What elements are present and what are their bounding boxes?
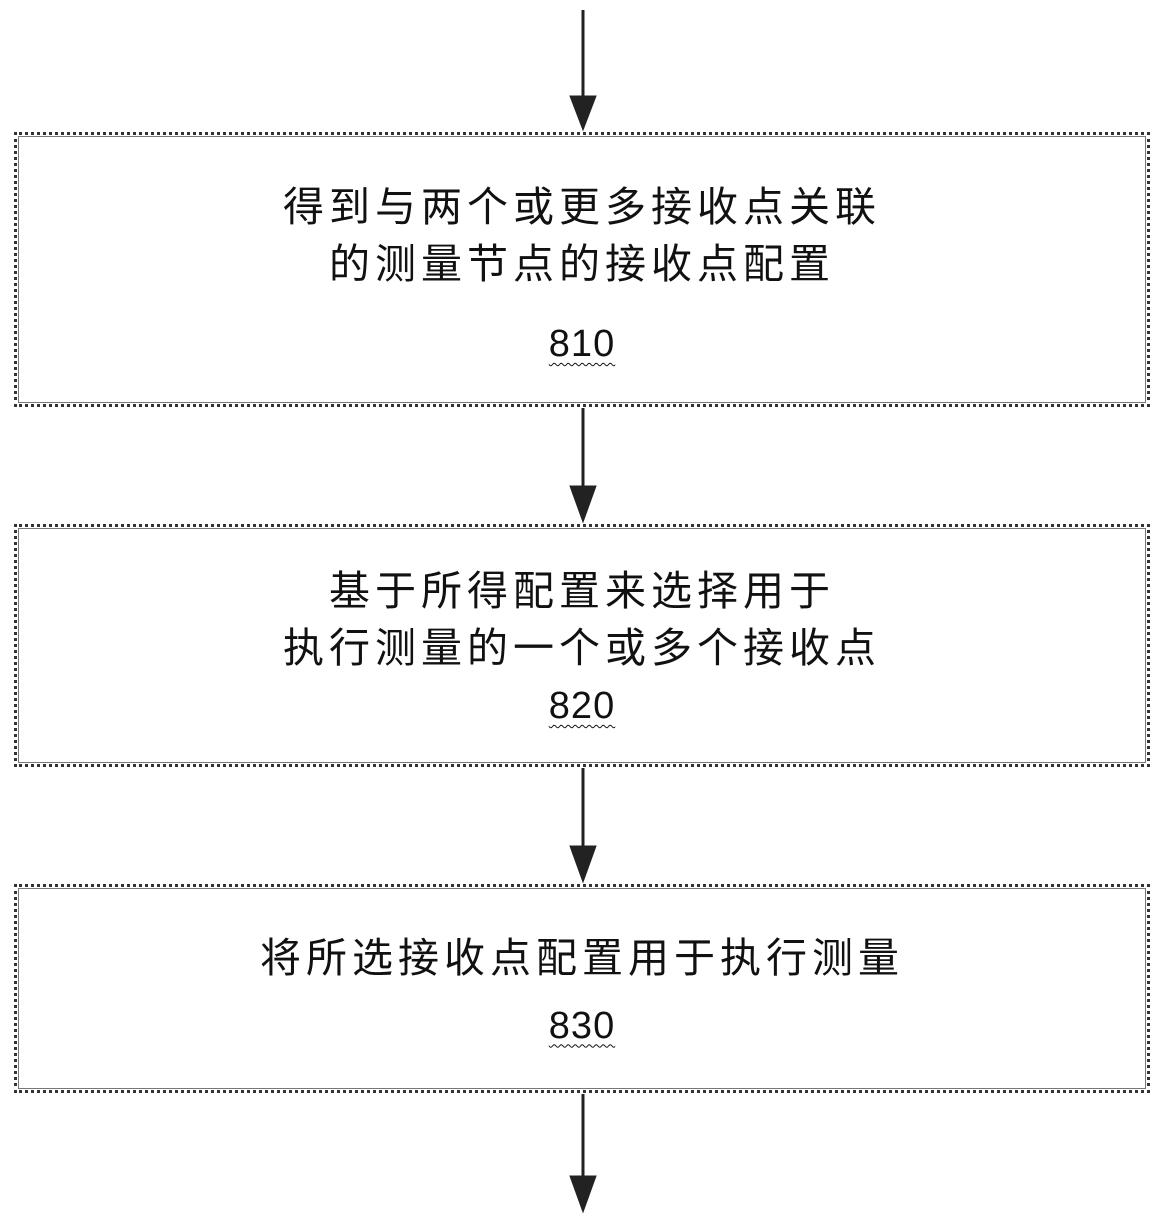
arrow-in-head <box>569 95 597 132</box>
step-box-810: 得到与两个或更多接收点关联 的测量节点的接收点配置 810 <box>14 132 1150 407</box>
arrow-810-820-head <box>569 485 597 524</box>
arrow-820-830-head <box>569 845 597 884</box>
step-reference-number: 820 <box>548 685 616 727</box>
step-text-line: 将所选接收点配置用于执行测量 <box>260 933 904 982</box>
arrow-out-head <box>569 1175 597 1214</box>
step-text-line: 执行测量的一个或多个接收点 <box>283 624 881 672</box>
step-text-810: 得到与两个或更多接收点关联 的测量节点的接收点配置 <box>283 179 881 293</box>
step-reference-number: 810 <box>548 323 616 365</box>
step-text-820: 基于所得配置来选择用于 执行测量的一个或多个接收点 <box>283 563 881 677</box>
step-box-830: 将所选接收点配置用于执行测量 830 <box>14 884 1150 1093</box>
step-text-line: 的测量节点的接收点配置 <box>329 240 835 288</box>
step-text-line: 基于所得配置来选择用于 <box>329 567 835 615</box>
step-text-830: 将所选接收点配置用于执行测量 <box>260 930 904 987</box>
step-text-line: 得到与两个或更多接收点关联 <box>283 183 881 231</box>
step-box-820: 基于所得配置来选择用于 执行测量的一个或多个接收点 820 <box>14 524 1150 767</box>
step-reference-number: 830 <box>548 1004 616 1047</box>
